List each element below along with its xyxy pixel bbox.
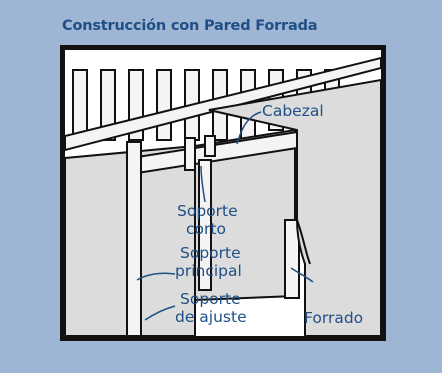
label-soporte-corto-line2: corto	[186, 220, 226, 238]
short-stud	[198, 159, 212, 291]
illustration-frame	[60, 45, 386, 341]
label-soporte-corto-line1: Soporte	[177, 202, 238, 220]
label-soporte-ajuste-line1: Soporte	[180, 290, 241, 308]
label-cabezal: Cabezal	[262, 102, 324, 120]
label-soporte-principal-line2: principal	[175, 262, 242, 280]
label-soporte-ajuste-line2: de ajuste	[175, 308, 247, 326]
framing-illustration	[65, 56, 381, 336]
label-soporte-principal-line1: Soporte	[180, 244, 241, 262]
diagram-title: Construcción con Pared Forrada	[62, 18, 318, 34]
jack-stud	[284, 219, 300, 299]
main-stud	[126, 141, 142, 336]
leader-lines	[136, 111, 314, 321]
top-plate	[65, 56, 381, 152]
sheathing-edge	[296, 219, 311, 265]
label-forrado: Forrado	[304, 309, 364, 327]
cripple-studs	[184, 135, 216, 171]
